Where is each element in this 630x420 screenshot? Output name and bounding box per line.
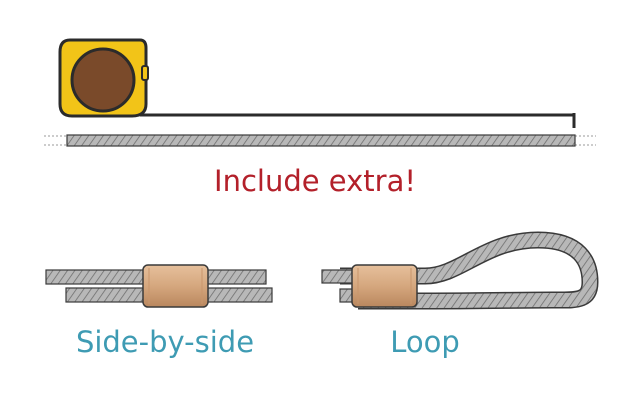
crimp-sleeve-icon: [351, 264, 418, 308]
loop-caption: Loop: [390, 325, 460, 359]
measuring-tape-line: [140, 113, 576, 128]
include-extra-note: Include extra!: [214, 164, 416, 198]
tape-measure-icon: [58, 38, 149, 118]
looped-cable: [340, 233, 597, 308]
measured-cable: [44, 134, 596, 147]
side-by-side-caption: Side-by-side: [75, 325, 255, 359]
loop-splice: [321, 231, 599, 310]
crimp-sleeve-icon: [142, 264, 209, 308]
side-by-side-splice: [45, 264, 273, 308]
